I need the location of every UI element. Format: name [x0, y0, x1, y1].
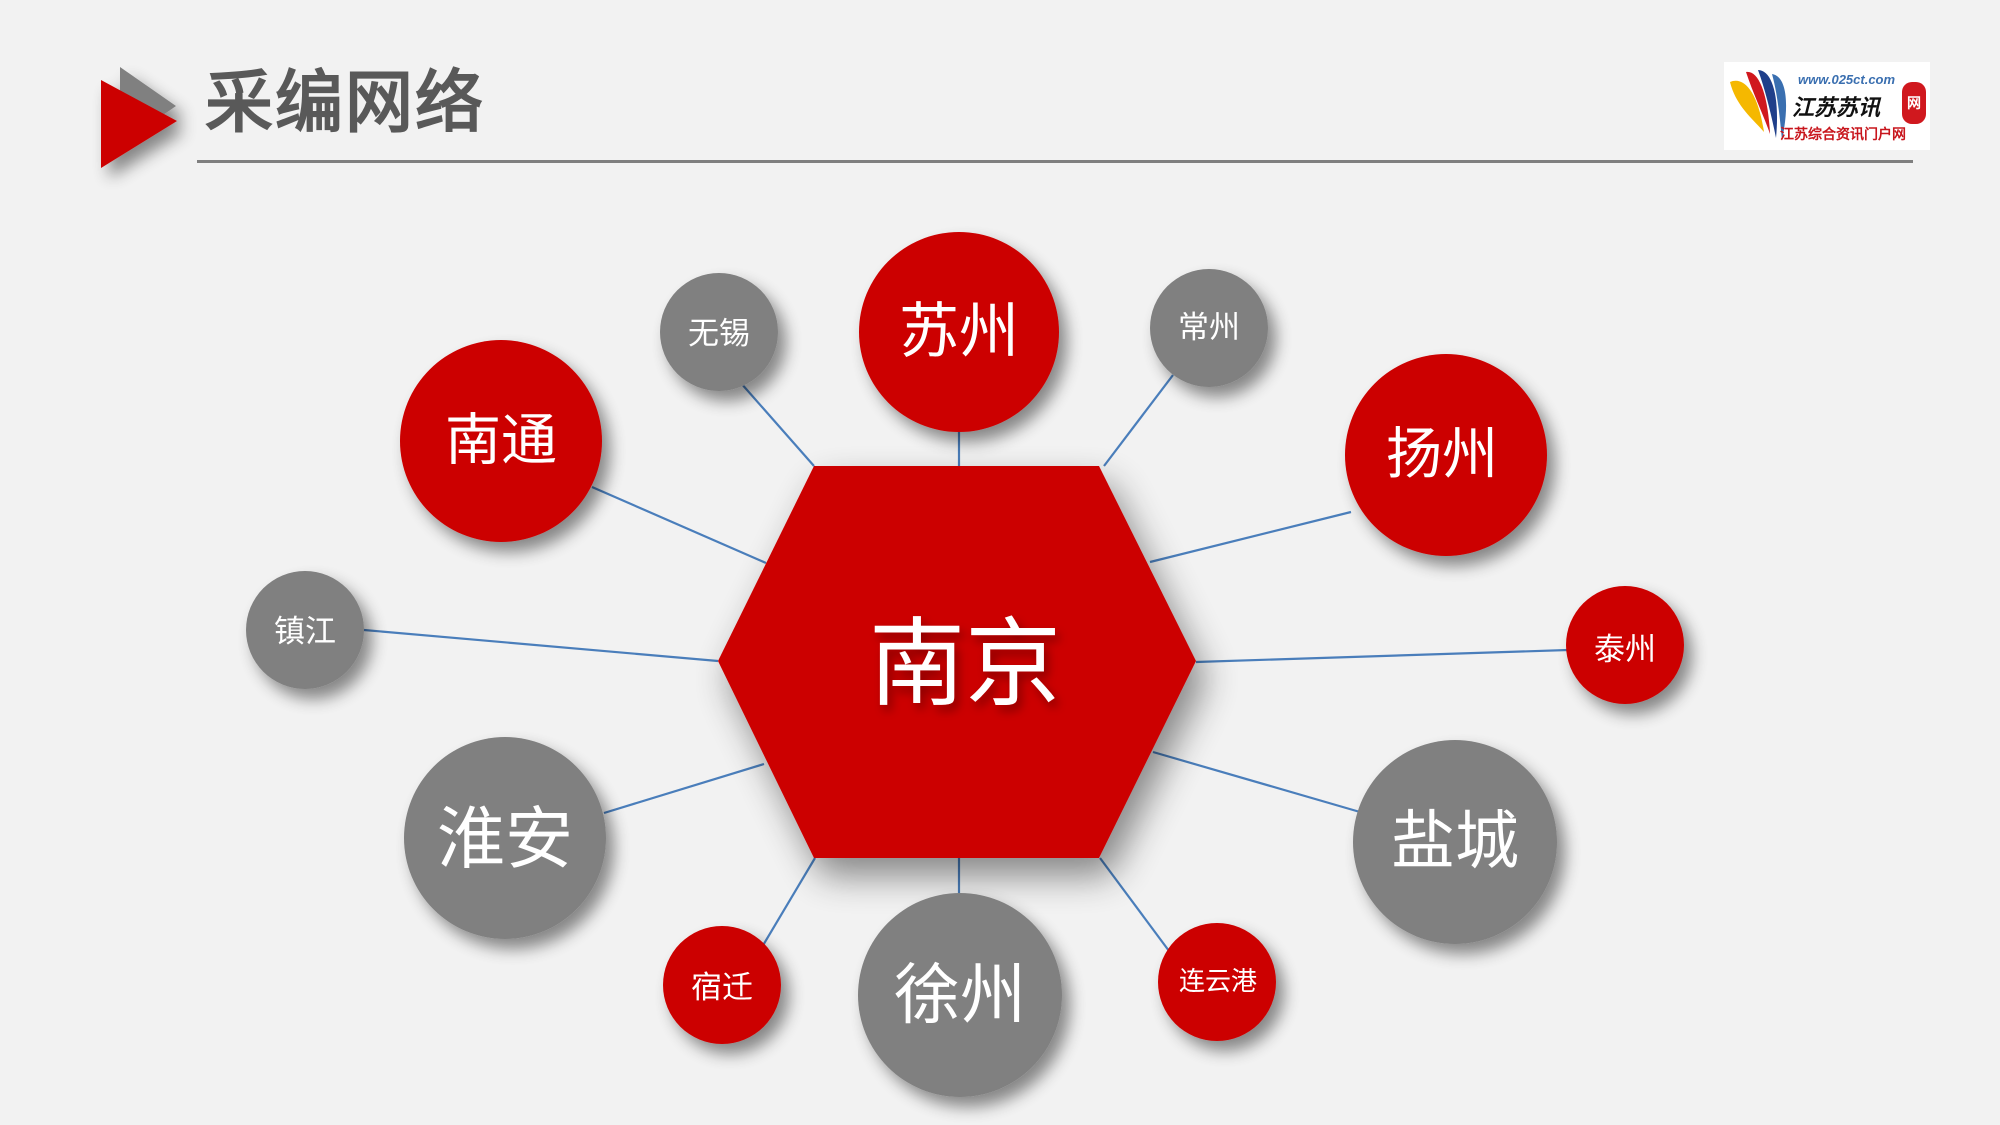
node-label: 连云港 [1179, 967, 1257, 997]
node-yancheng[interactable]: 盐城 [1353, 740, 1557, 944]
node-label: 盐城 [1391, 805, 1519, 879]
node-zhenjiang[interactable]: 镇江 [246, 571, 364, 689]
node-lianyungang[interactable]: 连云港 [1158, 923, 1276, 1041]
node-label: 苏州 [899, 297, 1019, 367]
node-label: 宿迁 [691, 970, 753, 1006]
node-label: 镇江 [274, 614, 336, 650]
node-nantong[interactable]: 南通 [400, 340, 602, 542]
logo-seal: 网 [1902, 82, 1926, 124]
node-xuzhou[interactable]: 徐州 [858, 893, 1062, 1097]
node-suqian[interactable]: 宿迁 [663, 926, 781, 1044]
connector-changzhou [1103, 374, 1174, 467]
connector-zhenjiang [363, 628, 719, 663]
node-label: 淮安 [437, 801, 573, 880]
node-changzhou[interactable]: 常州 [1150, 269, 1268, 387]
hexagon-shape [718, 466, 1196, 858]
logo-subtitle: 江苏综合资讯门户网 [1780, 127, 1906, 143]
node-label: 南通 [445, 409, 557, 474]
play-icon [101, 67, 177, 168]
node-suzhou[interactable]: 苏州 [859, 232, 1059, 432]
node-wuxi[interactable]: 无锡 [660, 273, 778, 391]
connector-taizhou [1195, 648, 1569, 664]
connector-yangzhou [1149, 510, 1352, 564]
node-label: 徐州 [894, 957, 1026, 1034]
node-taizhou[interactable]: 泰州 [1566, 586, 1684, 704]
node-label: 常州 [1178, 310, 1240, 346]
connector-nantong [591, 485, 767, 565]
node-yangzhou[interactable]: 扬州 [1345, 354, 1547, 556]
connector-suqian [761, 857, 816, 948]
connector-yancheng [1152, 750, 1361, 814]
logo-swoosh-icon [1730, 70, 1787, 140]
connector-lines [363, 374, 1569, 956]
site-logo[interactable]: www.025ct.com 江苏苏讯 网 江苏综合资讯门户网 [1724, 62, 1930, 150]
node-label: 无锡 [688, 316, 750, 352]
title-divider [197, 160, 1913, 163]
node-label: 扬州 [1386, 423, 1498, 488]
hub-label: 南京 [869, 608, 1061, 720]
logo-url: www.025ct.com [1798, 72, 1896, 87]
connector-huaian [603, 762, 765, 815]
node-label: 泰州 [1594, 632, 1656, 668]
connector-wuxi [739, 381, 815, 467]
page-title: 采编网络 [205, 64, 486, 143]
node-huaian[interactable]: 淮安 [404, 737, 606, 939]
logo-name: 江苏苏讯 [1792, 95, 1881, 121]
connector-lianyungang [1099, 857, 1173, 956]
hub-nanjing[interactable]: 南京 [718, 466, 1196, 858]
